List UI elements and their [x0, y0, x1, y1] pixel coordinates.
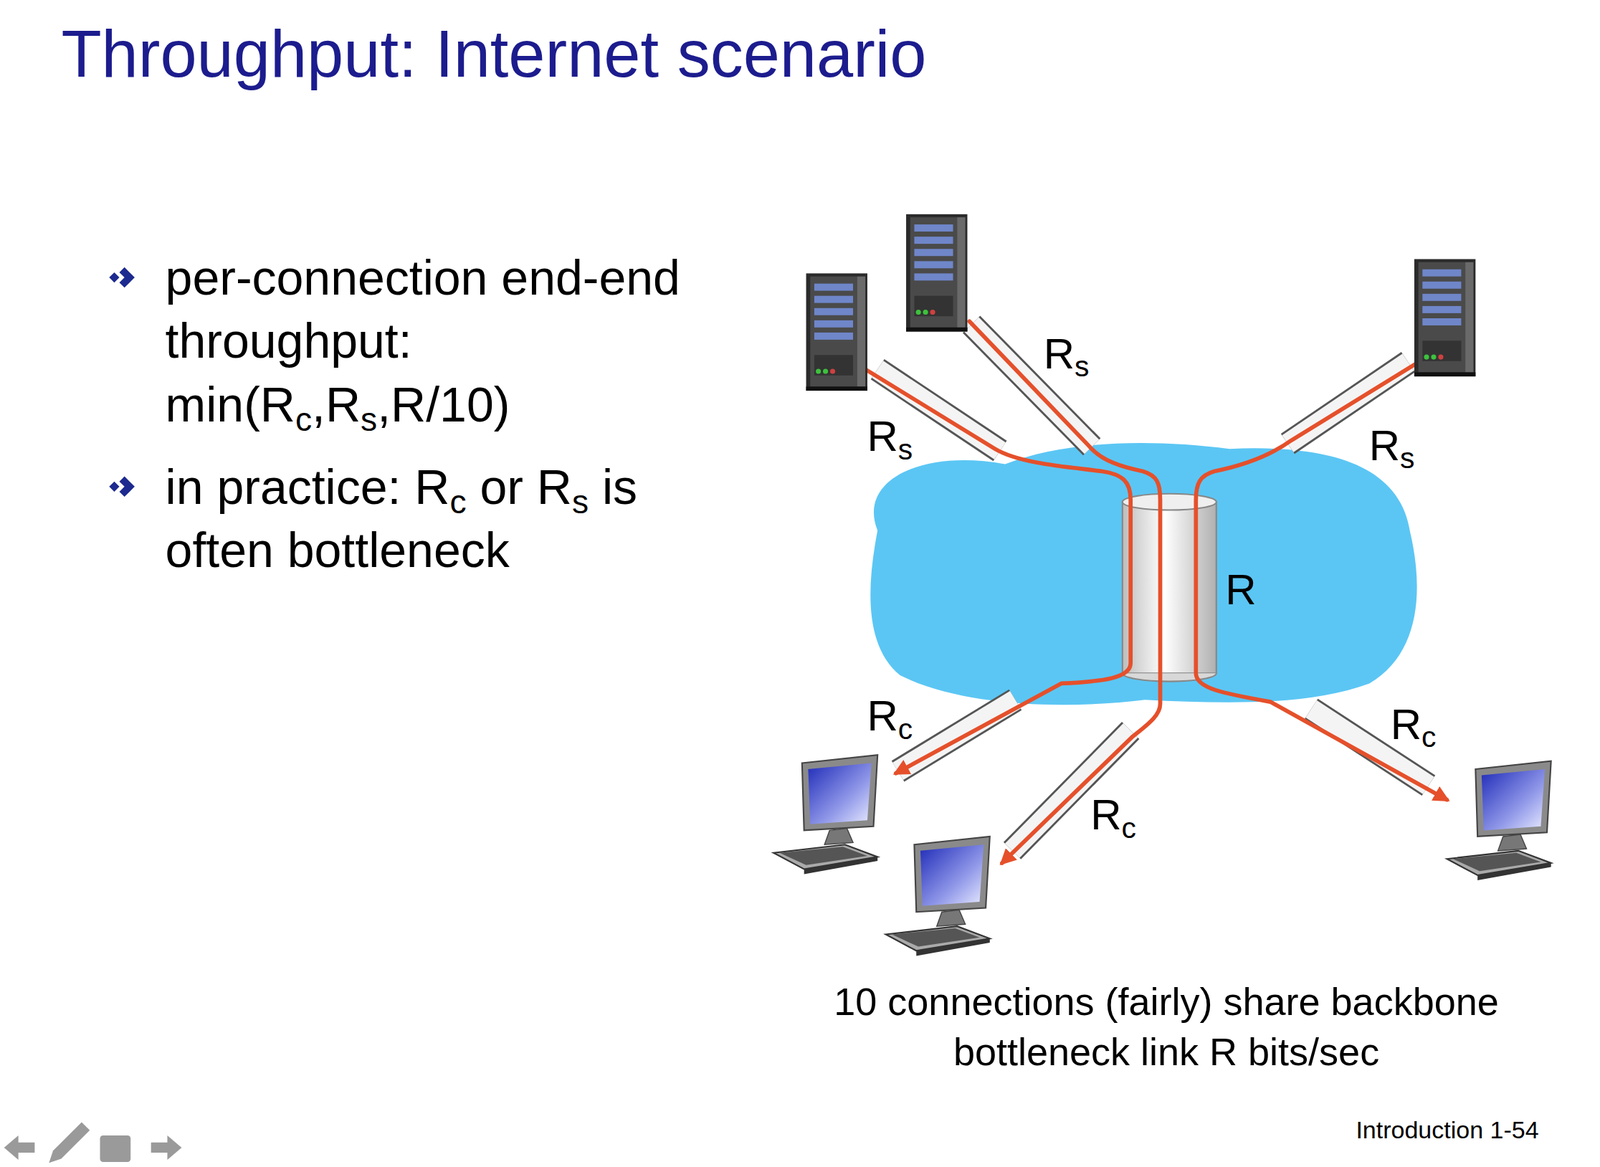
link-label: Rc: [1390, 698, 1437, 751]
subscript: s: [898, 432, 913, 466]
symbol-base: R: [325, 377, 361, 432]
subscript: s: [360, 400, 378, 438]
client-computer: [1446, 761, 1551, 882]
subscript: s: [1074, 349, 1089, 383]
link-label: Rs: [1369, 420, 1416, 472]
slide-title: Throughput: Internet scenario: [60, 14, 927, 94]
bullet-text: in practice: Rc or Rs is often bottlenec…: [165, 455, 711, 583]
text-run: or: [466, 459, 537, 514]
text-run: R: [1225, 565, 1256, 614]
symbol-base: R: [414, 459, 450, 514]
symbol-base: R: [1043, 329, 1075, 378]
server-icon: [1414, 258, 1476, 377]
link-label: R: [1225, 564, 1256, 616]
link-label: Rc: [866, 690, 913, 742]
backbone-link: [1122, 493, 1217, 682]
symbol-base: R: [536, 459, 573, 514]
access-links: [877, 324, 1429, 851]
symbol-base: R: [866, 691, 898, 740]
client-computer: [886, 836, 990, 957]
client-computer: [773, 754, 878, 875]
text-run: ,: [311, 377, 326, 432]
symbol-base: R: [260, 377, 296, 432]
subscript: s: [572, 483, 589, 521]
subscript: c: [898, 712, 913, 746]
symbol-base: R: [1090, 790, 1122, 839]
subscript: s: [1400, 441, 1415, 475]
bullet-marker: [108, 267, 135, 497]
text-run: ,R/10): [377, 377, 510, 432]
text-run: Introduction 1-54: [1355, 1115, 1539, 1143]
network-cloud: [870, 443, 1417, 705]
subscript: c: [1421, 720, 1436, 754]
subscript: c: [1121, 811, 1136, 845]
connection-paths: [865, 321, 1447, 864]
server-icon: [806, 273, 868, 391]
symbol-base: R: [1369, 421, 1400, 470]
link-label: Rc: [1090, 789, 1137, 841]
server-icon: [906, 214, 968, 332]
link-label: Rs: [866, 410, 913, 463]
symbol-base: R: [1390, 700, 1422, 749]
link-label: Rs: [1043, 328, 1090, 380]
text-run: in practice:: [165, 459, 416, 514]
subscript: c: [295, 400, 312, 438]
figure-caption: 10 connections (fairly) share backbone b…: [804, 976, 1529, 1077]
slide-number: Introduction 1-54: [1355, 1114, 1539, 1145]
subscript: c: [449, 483, 466, 521]
symbol-base: R: [866, 412, 898, 461]
bullet-text: per-connection end-end throughput: min(R…: [165, 245, 725, 436]
nav-icons: [4, 1121, 183, 1163]
